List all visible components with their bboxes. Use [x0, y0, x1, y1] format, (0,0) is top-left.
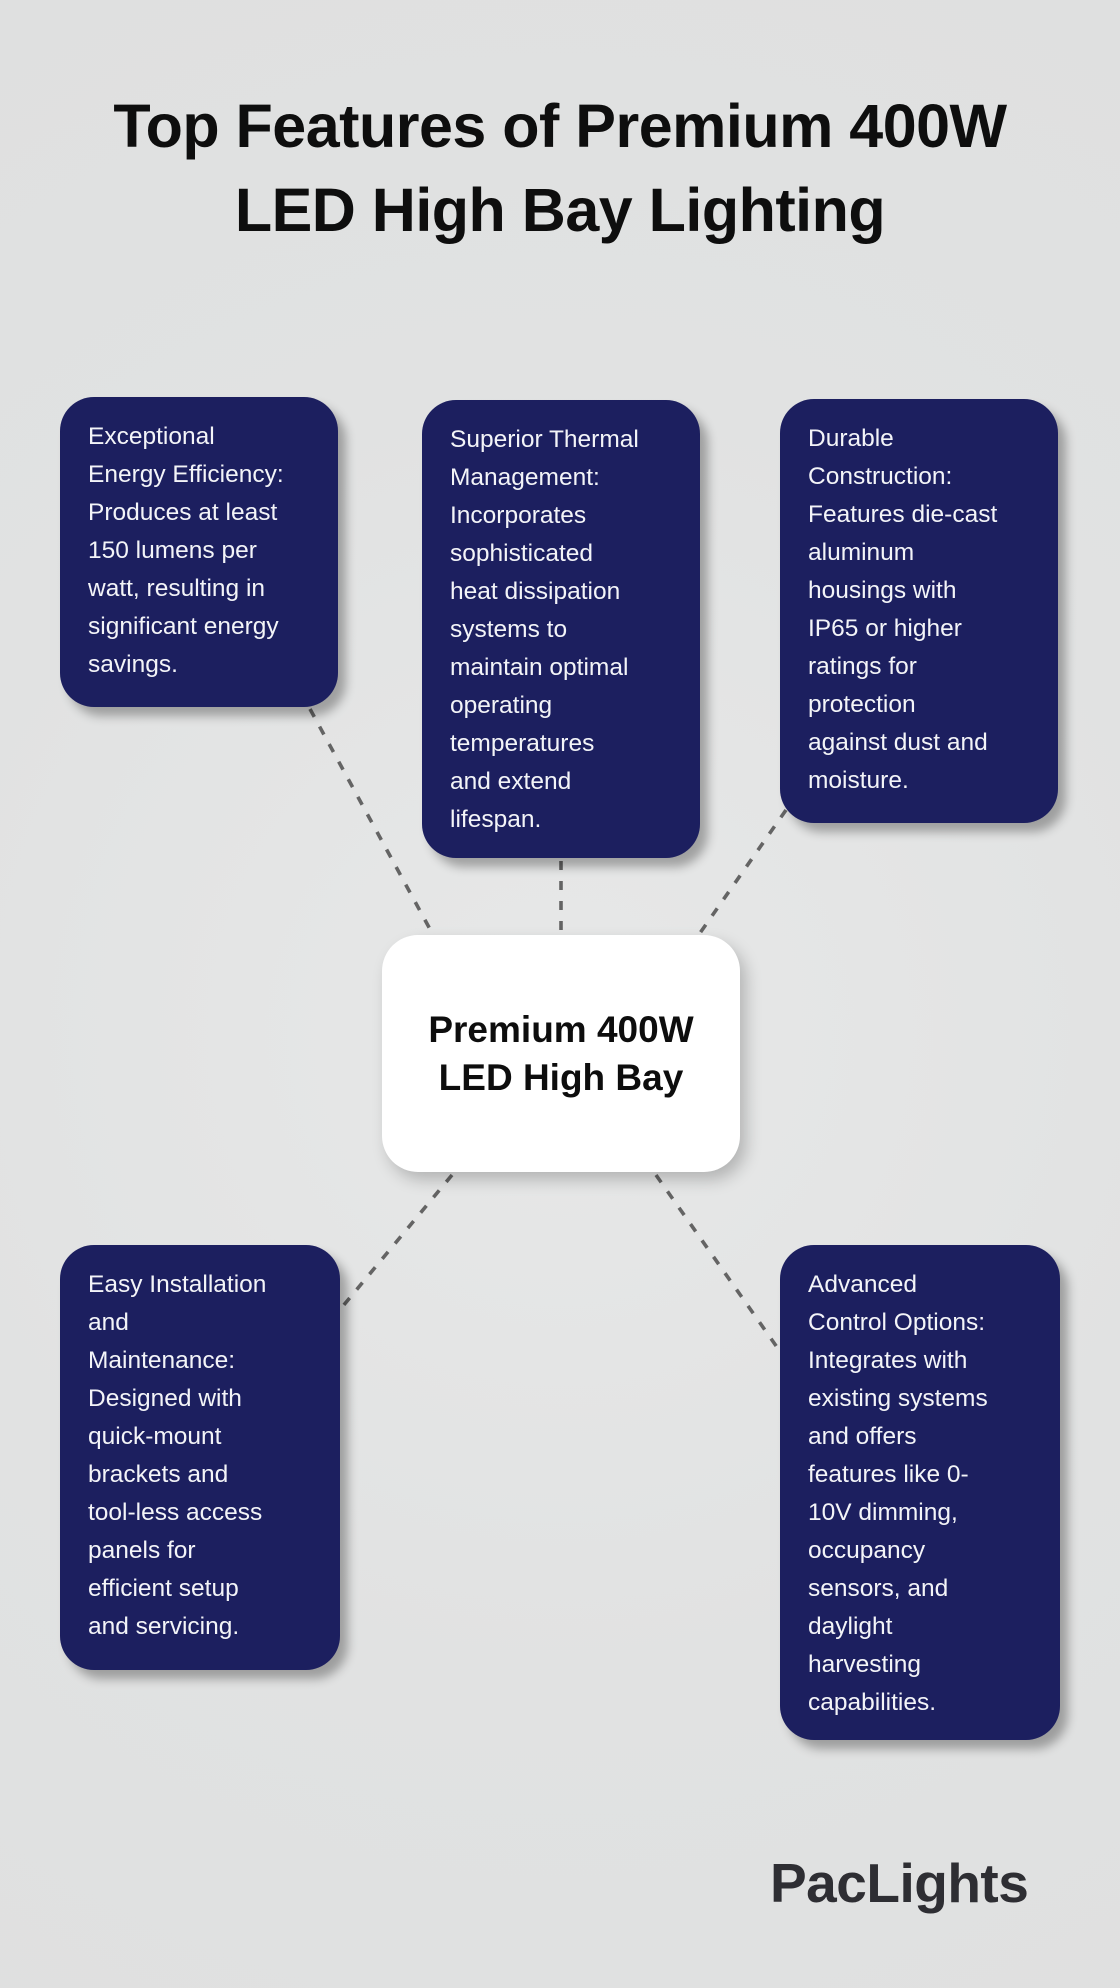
feature-card-easy-installation-maintenance: Easy Installation and Maintenance: Desig…: [60, 1245, 340, 1670]
center-node-product: Premium 400W LED High Bay: [382, 935, 740, 1172]
connector-line-energy: [308, 708, 433, 932]
connector-line-durable: [698, 808, 788, 935]
connector-line-installation: [341, 1173, 454, 1308]
connector-line-controls: [654, 1173, 781, 1352]
feature-card-superior-thermal-management: Superior Thermal Management: Incorporate…: [422, 400, 700, 858]
feature-card-durable-construction: Durable Construction: Features die-cast …: [780, 399, 1058, 823]
page-title: Top Features of Premium 400W LED High Ba…: [113, 92, 1007, 244]
feature-card-advanced-control-options: Advanced Control Options: Integrates wit…: [780, 1245, 1060, 1740]
paclights-logo: PacLights: [770, 1852, 1029, 1914]
feature-card-exceptional-energy-efficiency: Exceptional Energy Efficiency: Produces …: [60, 397, 338, 707]
